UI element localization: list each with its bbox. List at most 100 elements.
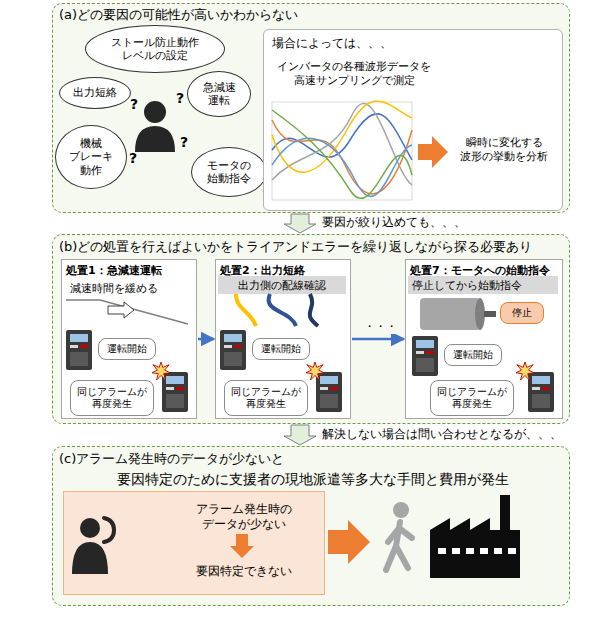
person-phone (72, 518, 114, 574)
thought-bubble: 機械 ブレーキ 動作 (55, 125, 127, 189)
inverter-icons (516, 362, 534, 380)
thought-bubble: 出力短絡 (59, 77, 131, 109)
node-text: 場合によっては、、、 (272, 36, 472, 51)
person-phone (104, 518, 114, 542)
waveform-chart (272, 102, 412, 200)
question-mark: ? (129, 150, 137, 168)
node-text: 出力側の配線確認 (220, 279, 344, 292)
step-box: 処置7：モータへの始動指令停止してから始動指令停止運転開始同じアラームが 再度発… (405, 259, 563, 419)
factory (452, 548, 460, 554)
deceleration-graphic (66, 300, 188, 324)
inverter-icons (412, 336, 438, 376)
wiring-graphic (310, 294, 318, 326)
measurement-box: 場合によっては、、、インバータの各種波形データを 高速サンプリングで測定瞬時に変… (263, 29, 563, 211)
factory (494, 548, 502, 554)
stop-bubble: 停止 (500, 302, 544, 324)
question-mark: ? (180, 134, 188, 152)
waveform-chart (272, 101, 412, 200)
edge-label: 要因が絞り込めても、、、 (320, 215, 468, 230)
walking-person (386, 502, 412, 570)
orange-arrow (328, 520, 370, 564)
inverter-icons (528, 372, 554, 412)
node-text: (b)どの処置を行えばよいかをトライアンドエラーを繰り返しながら探る必要あり (59, 239, 564, 255)
block-arrow (284, 214, 316, 233)
wiring-graphic (269, 294, 296, 326)
step-box: 処置2：出力短絡出力側の配線確認運転開始同じアラームが 再度発生 (215, 259, 351, 419)
factory (480, 548, 488, 554)
wiring-graphic (218, 276, 346, 294)
bubble-text: 機械 ブレーキ 動作 (66, 137, 116, 176)
panel: (c)アラーム発生時のデータが少ないと要因特定のために支援者の現地派遣等多大な手… (52, 446, 570, 606)
motor-graphic (420, 298, 480, 330)
panel: (b)どの処置を行えばよいかをトライアンドエラーを繰り返しながら探る必要あり処置… (52, 234, 570, 424)
bubble-text: 同じアラームが 再度発生 (75, 386, 149, 411)
inverter-icons (66, 330, 554, 412)
waveform-chart (272, 120, 412, 194)
waveform-chart (272, 110, 412, 198)
motor-graphic (408, 276, 558, 294)
flow-arrow (352, 338, 404, 341)
speech-bubble: 同じアラームが 再度発生 (430, 380, 514, 416)
speech-bubble: 運転開始 (98, 338, 156, 360)
walking-person (386, 522, 412, 570)
thought-bubble: モータの 始動指令 (191, 147, 267, 197)
orange-arrow (418, 136, 448, 168)
person-thinking (144, 101, 166, 123)
block-arrow (284, 425, 316, 445)
question-mark: ? (176, 90, 184, 108)
node-text: 減速時間を緩める (70, 282, 190, 295)
node-text: 処置7：モータへの始動指令 (410, 264, 562, 278)
wiring-graphic (218, 276, 346, 326)
inverter-icons (152, 362, 170, 380)
bubble-text: 運転開始 (107, 343, 147, 356)
person-phone (72, 542, 108, 574)
person-thinking (135, 101, 175, 152)
edge-label: ・・・ (362, 320, 399, 334)
inverter-icons (66, 330, 92, 370)
node-text: 要因特定のために支援者の現地派遣等多大な手間と費用が発生 (83, 471, 543, 489)
thought-bubble: ストール防止動作 レベルの設定 (85, 25, 225, 73)
inverter-icons (220, 330, 246, 370)
inverter-icons (162, 372, 188, 412)
bubble-text: 運転開始 (261, 343, 301, 356)
waveform-chart (272, 103, 412, 185)
deceleration-graphic (108, 302, 134, 318)
question-mark: ? (130, 96, 138, 114)
bubble-text: モータの 始動指令 (202, 159, 256, 185)
wiring-graphic (236, 294, 256, 326)
node-text: 処置1：急減速運転 (66, 264, 194, 278)
motor-graphic (408, 276, 558, 330)
bubble-text: 運転開始 (453, 349, 493, 362)
edge-label: 解決しない場合は問い合わせとなるが、、、 (320, 427, 564, 442)
bubble-text: 出力短絡 (73, 86, 117, 99)
node-text: アラーム発生時の データが少ない (174, 502, 314, 532)
node-text: (c)アラーム発生時のデータが少ないと (59, 451, 564, 467)
factory (438, 548, 516, 554)
waveform-chart (272, 101, 412, 172)
node-text: 処置2：出力短絡 (220, 264, 348, 278)
walking-person (393, 502, 409, 518)
bubble-text: ストール防止動作 レベルの設定 (100, 36, 210, 62)
speech-bubble: 運転開始 (252, 338, 310, 360)
waveform-chart (272, 138, 412, 196)
connector-layer (198, 214, 404, 445)
factory (466, 548, 474, 554)
factory (508, 548, 516, 554)
flow-arrow (198, 338, 214, 341)
person-thinking (135, 126, 175, 152)
thought-bubble: 急減速 運転 (187, 71, 251, 117)
bubble-text: 急減速 運転 (198, 81, 240, 107)
node-text: インバータの各種波形データを 高速サンプリングで測定 (274, 60, 434, 88)
panel: (a)どの要因の可能性が高いかわからないストール防止動作 レベルの設定出力短絡急… (52, 3, 570, 213)
waveform-chart (272, 114, 412, 160)
motor-graphic (484, 311, 496, 317)
factory (438, 548, 446, 554)
bubble-text: 同じアラームが 再度発生 (229, 386, 303, 411)
inverter-icons (306, 362, 324, 380)
deceleration-graphic (66, 300, 188, 324)
node-text: 停止してから始動指令 (412, 279, 558, 292)
speech-bubble: 同じアラームが 再度発生 (224, 380, 308, 416)
node-text: 瞬時に変化する 波形の挙動を分析 (452, 136, 556, 164)
bubble-text: 同じアラームが 再度発生 (435, 386, 509, 411)
